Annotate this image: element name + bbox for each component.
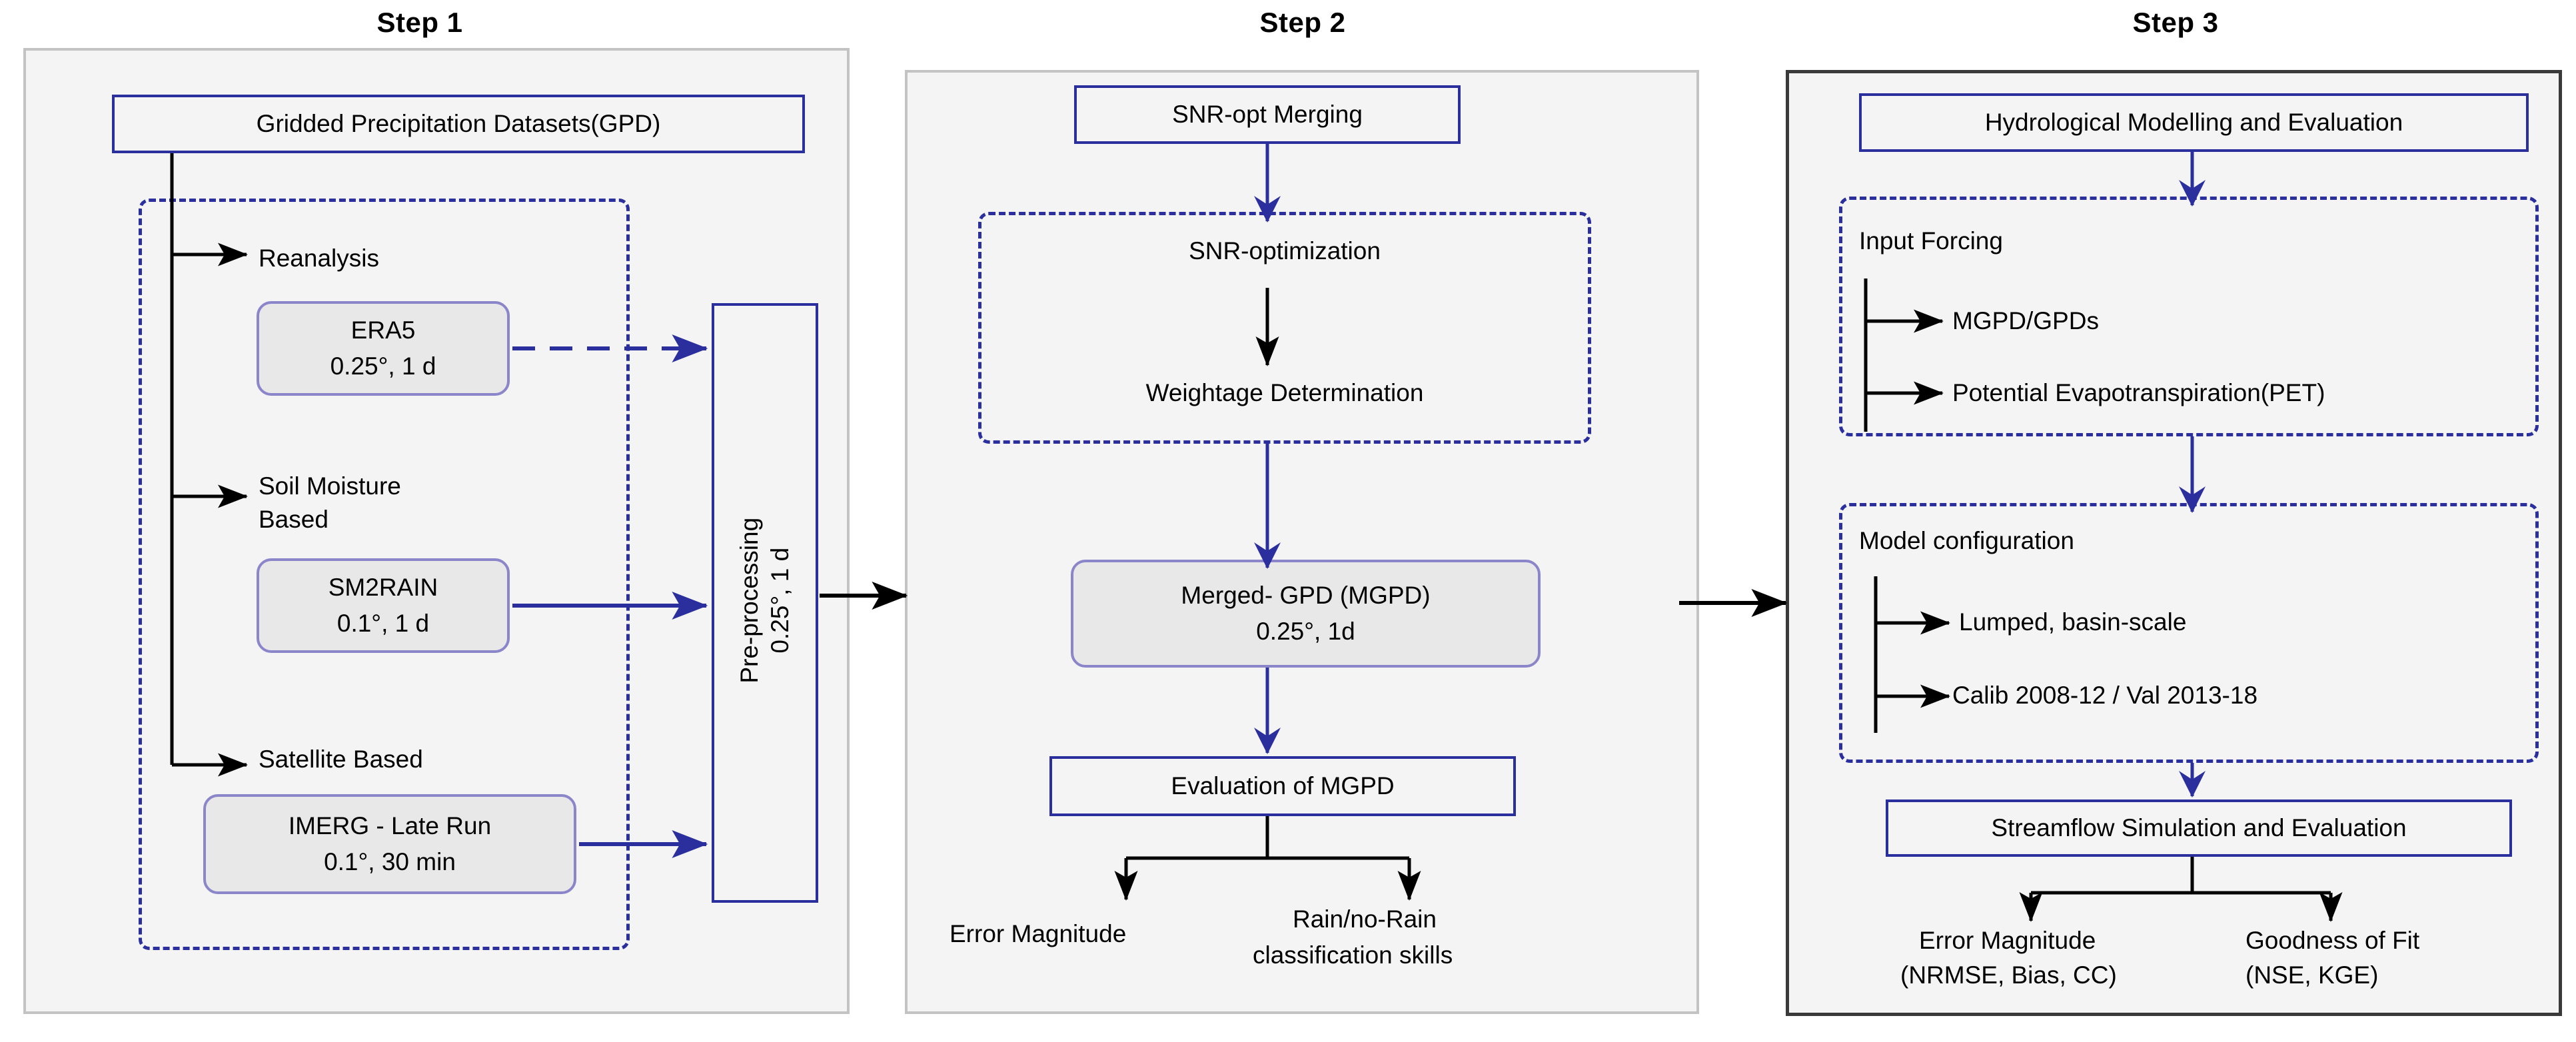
category-soil-moisture-label-line2: Based — [259, 506, 328, 533]
step3-metric-error-magnitude-line2: (NRMSE, Bias, CC) — [1900, 961, 2117, 989]
category-soil-moisture-label-line1: Soil Moisture — [259, 472, 401, 500]
input-forcing-title: Input Forcing — [1859, 227, 2003, 255]
dataset-era5-name: ERA5 — [350, 316, 416, 344]
dataset-imerg-name: IMERG - Late Run — [288, 812, 492, 840]
category-reanalysis-label: Reanalysis — [259, 245, 379, 272]
preprocessing-label-line1: Pre-processing — [735, 517, 763, 684]
step-1-title: Step 1 — [376, 7, 463, 38]
dataset-imerg-box[interactable]: IMERG - Late Run 0.1°, 30 min — [203, 794, 576, 894]
category-satellite-label: Satellite Based — [259, 746, 423, 773]
dataset-era5-resolution: 0.25°, 1 d — [330, 352, 436, 380]
step2-outcome-rain-norain-line1: Rain/no-Rain — [1293, 905, 1437, 933]
step3-metric-error-magnitude-line1: Error Magnitude — [1919, 927, 2096, 954]
step-2-title: Step 2 — [1259, 7, 1346, 38]
model-configuration-title: Model configuration — [1859, 527, 2074, 554]
step1-sources-dashed-group — [139, 199, 630, 950]
step2-outcome-error-magnitude-label: Error Magnitude — [950, 920, 1127, 947]
merged-gpd-box[interactable]: Merged- GPD (MGPD) 0.25°, 1d — [1071, 560, 1541, 668]
step3-metric-goodness-of-fit-line2: (NSE, KGE) — [2246, 961, 2379, 989]
preprocessing-box[interactable] — [712, 303, 818, 903]
snr-opt-merging-label: SNR-opt Merging — [1172, 100, 1363, 128]
snr-optimization-label: SNR-optimization — [1189, 237, 1381, 264]
dataset-imerg-resolution: 0.1°, 30 min — [324, 848, 456, 875]
dataset-sm2rain-box[interactable]: SM2RAIN 0.1°, 1 d — [257, 558, 510, 653]
input-forcing-item-pet: Potential Evapotranspiration(PET) — [1952, 379, 2325, 406]
step2-outcome-rain-norain-line2: classification skills — [1253, 941, 1453, 969]
step-3-title: Step 3 — [2132, 7, 2219, 38]
snr-opt-merging-box[interactable]: SNR-opt Merging — [1074, 85, 1461, 144]
dataset-era5-box[interactable]: ERA5 0.25°, 1 d — [257, 301, 510, 396]
input-forcing-item-mgpd-gpds: MGPD/GPDs — [1952, 307, 2099, 334]
preprocessing-label-line2: 0.25°, 1 d — [766, 547, 794, 654]
streamflow-simulation-label: Streamflow Simulation and Evaluation — [1991, 813, 2407, 841]
model-configuration-item-lumped: Lumped, basin-scale — [1959, 608, 2187, 636]
step3-metric-goodness-of-fit-line1: Goodness of Fit — [2246, 927, 2420, 954]
model-configuration-item-calib-val: Calib 2008-12 / Val 2013-18 — [1952, 682, 2258, 709]
gridded-precipitation-datasets-label: Gridded Precipitation Datasets(GPD) — [256, 109, 661, 137]
dataset-sm2rain-name: SM2RAIN — [328, 574, 438, 602]
step2-snr-dashed-group — [978, 212, 1591, 444]
evaluation-of-mgpd-box[interactable]: Evaluation of MGPD — [1049, 756, 1516, 816]
evaluation-of-mgpd-label: Evaluation of MGPD — [1171, 772, 1395, 799]
dataset-sm2rain-resolution: 0.1°, 1 d — [336, 610, 430, 637]
streamflow-simulation-box[interactable]: Streamflow Simulation and Evaluation — [1886, 799, 2512, 857]
weightage-determination-label: Weightage Determination — [1145, 379, 1424, 406]
hydrological-modelling-box[interactable]: Hydrological Modelling and Evaluation — [1859, 93, 2529, 152]
hydrological-modelling-label: Hydrological Modelling and Evaluation — [1984, 108, 2403, 136]
merged-gpd-name: Merged- GPD (MGPD) — [1181, 582, 1431, 610]
merged-gpd-resolution: 0.25°, 1d — [1256, 618, 1355, 645]
gridded-precipitation-datasets-box[interactable]: Gridded Precipitation Datasets(GPD) — [112, 95, 805, 153]
preprocessing-label: Pre-processing 0.25°, 1 d — [734, 480, 796, 720]
step-3-panel — [1786, 70, 2562, 1016]
